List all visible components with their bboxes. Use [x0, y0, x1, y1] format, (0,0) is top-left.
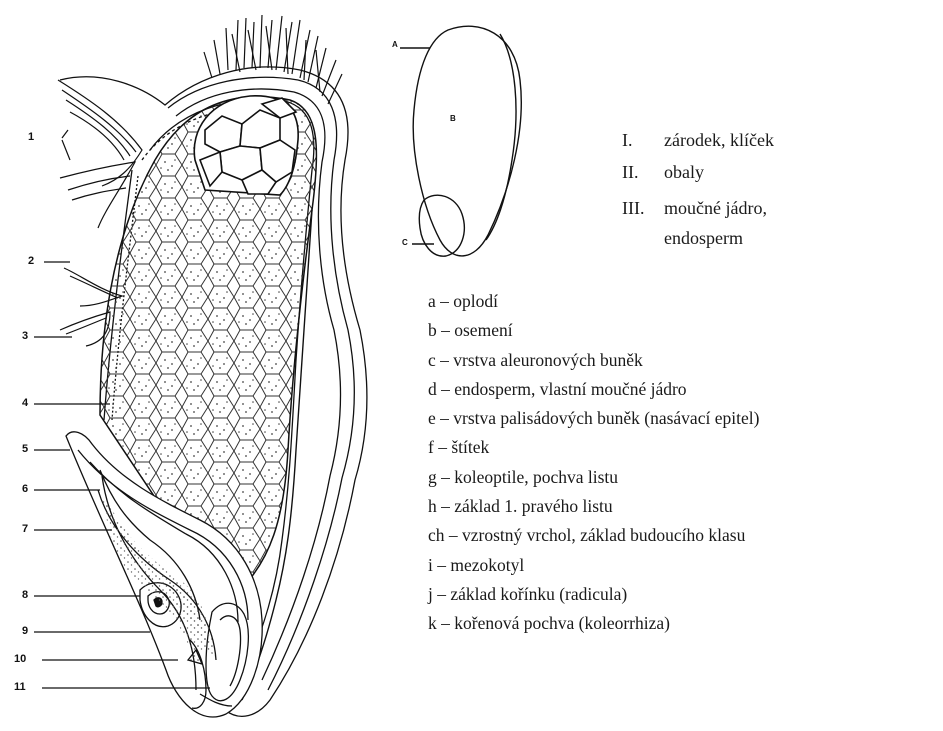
seed-label-b: B: [450, 114, 456, 123]
label-11: 11: [14, 681, 26, 693]
label-7: 7: [22, 523, 28, 535]
roman-text: zárodek, klíček: [664, 128, 774, 152]
roman-legend-row: endosperm: [622, 226, 743, 250]
roman-text: obaly: [664, 160, 704, 184]
roman-text: moučné jádro,: [664, 196, 767, 220]
legend-item: e – vrstva palisádových buněk (nasávací …: [428, 404, 759, 433]
label-10: 10: [14, 653, 26, 665]
legend-item: f – štítek: [428, 433, 759, 462]
legend-item: i – mezokotyl: [428, 551, 759, 580]
label-8: 8: [22, 589, 28, 601]
roman-num: II.: [622, 160, 664, 184]
legend-item: ch – vzrostný vrchol, základ budoucího k…: [428, 521, 759, 550]
legend-item: g – koleoptile, pochva listu: [428, 463, 759, 492]
legend-item: c – vrstva aleuronových buněk: [428, 346, 759, 375]
roman-text: endosperm: [664, 226, 743, 250]
seed-label-c: C: [402, 238, 408, 247]
label-4: 4: [22, 397, 28, 409]
whole-grain-sketch: [400, 26, 521, 256]
label-3: 3: [22, 330, 28, 342]
brush-hairs: [204, 15, 342, 104]
roman-legend-row: I.zárodek, klíček: [622, 128, 774, 152]
label-2: 2: [28, 255, 34, 267]
roman-legend-row: III.moučné jádro,: [622, 196, 767, 220]
legend-item: k – kořenová pochva (koleorrhiza): [428, 609, 759, 638]
label-1: 1: [28, 131, 34, 143]
seed-label-a: A: [392, 40, 398, 49]
label-5: 5: [22, 443, 28, 455]
legend-item: h – základ 1. pravého listu: [428, 492, 759, 521]
label-6: 6: [22, 483, 28, 495]
label-9: 9: [22, 625, 28, 637]
legend-item: j – základ kořínku (radicula): [428, 580, 759, 609]
legend-item: a – oplodí: [428, 287, 759, 316]
roman-num: I.: [622, 128, 664, 152]
legend-item: b – osemení: [428, 316, 759, 345]
legend-item: d – endosperm, vlastní moučné jádro: [428, 375, 759, 404]
letter-legend: a – oplodí b – osemení c – vrstva aleuro…: [428, 287, 759, 639]
roman-legend-row: II.obaly: [622, 160, 704, 184]
roman-num: III.: [622, 196, 664, 220]
